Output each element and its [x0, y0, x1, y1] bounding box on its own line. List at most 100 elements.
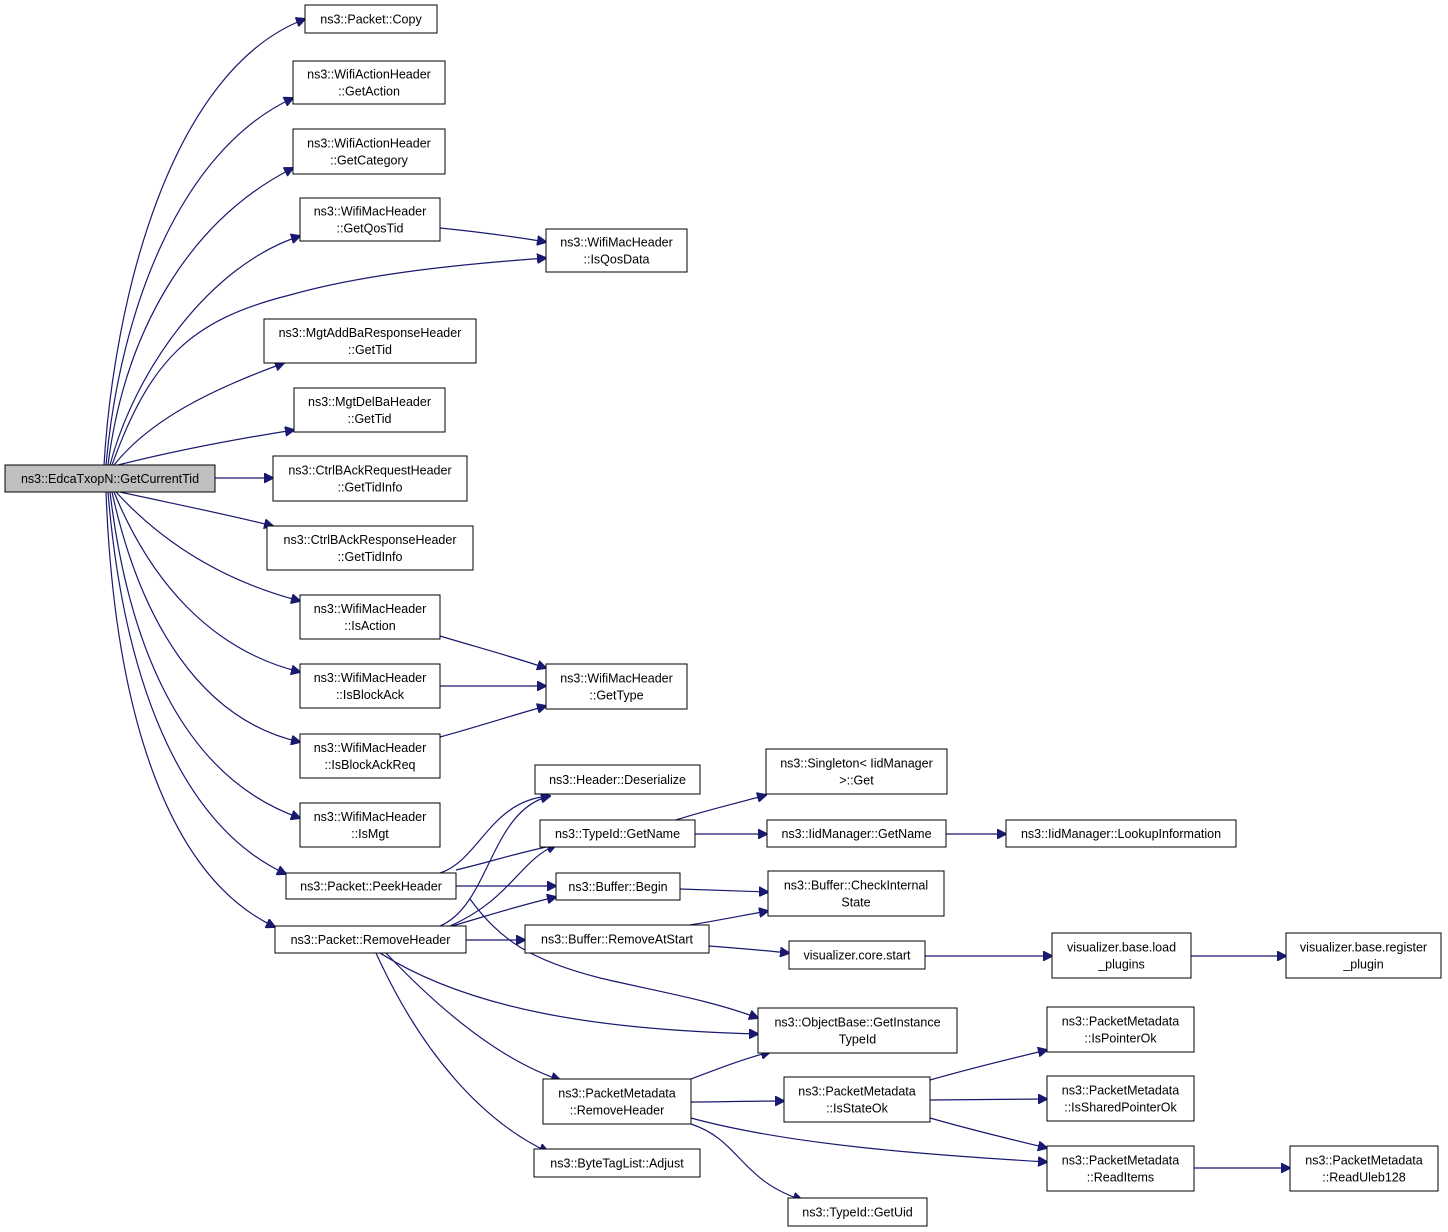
edge-root-to-ctrlresp — [119, 491, 273, 526]
node-label: >::Get — [839, 774, 874, 788]
node-removeheader[interactable]: ns3::Packet::RemoveHeader — [274, 925, 467, 954]
edge-isstateok-to-issharedpointerok — [929, 1099, 1047, 1100]
node-issharedpointerok[interactable]: ns3::PacketMetadata::IsSharedPointerOk — [1046, 1075, 1195, 1122]
node-label: ns3::WifiActionHeader — [307, 68, 431, 82]
node-box — [293, 387, 446, 433]
node-getcategory[interactable]: ns3::WifiActionHeader::GetCategory — [292, 128, 446, 175]
node-box — [542, 1078, 692, 1125]
node-gettype[interactable]: ns3::WifiMacHeader::GetType — [545, 663, 688, 710]
edge-isstateok-to-readitems — [929, 1117, 1047, 1148]
edge-root-to-isblockackreq — [111, 491, 300, 742]
node-readuleb128[interactable]: ns3::PacketMetadata::ReadUleb128 — [1289, 1145, 1439, 1192]
node-bytetaglistadjust[interactable]: ns3::ByteTagList::Adjust — [533, 1148, 701, 1178]
node-box — [292, 60, 446, 105]
node-vizstart[interactable]: visualizer.core.start — [788, 940, 926, 970]
edge-removeatstart-to-checkinternal — [689, 911, 768, 926]
edge-peekheader-to-deserialize — [439, 796, 550, 874]
node-pmremoveheader[interactable]: ns3::PacketMetadata::RemoveHeader — [542, 1078, 692, 1125]
edge-pmremoveheader-to-getinstancetypeid — [690, 1052, 770, 1080]
edge-root-to-mgtaddba — [113, 363, 284, 466]
node-box — [757, 1007, 958, 1054]
node-getaction[interactable]: ns3::WifiActionHeader::GetAction — [292, 60, 446, 105]
node-label: ns3::IidManager::GetName — [781, 827, 931, 841]
node-vizregister[interactable]: visualizer.base.register_plugin — [1285, 932, 1442, 979]
edge-peekheader-to-getinstancetypeid — [469, 898, 758, 1018]
node-label: ns3::Packet::RemoveHeader — [291, 933, 451, 947]
node-isstateok[interactable]: ns3::PacketMetadata::IsStateOk — [783, 1076, 931, 1123]
edge-root-to-getcategory — [107, 168, 293, 466]
edge-root-to-mgtdelba — [117, 430, 294, 466]
node-label: ::GetTid — [348, 343, 392, 357]
node-label: ns3::Header::Deserialize — [549, 773, 686, 787]
node-label: ns3::ObjectBase::GetInstance — [774, 1016, 940, 1030]
edge-root-to-removeheader — [105, 491, 275, 927]
node-box — [783, 1076, 931, 1123]
node-readitems[interactable]: ns3::PacketMetadata::ReadItems — [1046, 1145, 1195, 1192]
edge-root-to-getaction — [105, 98, 293, 466]
node-removeatstart[interactable]: ns3::Buffer::RemoveAtStart — [524, 924, 710, 954]
node-typeidgetname[interactable]: ns3::TypeId::GetName — [539, 819, 696, 848]
node-isblockack[interactable]: ns3::WifiMacHeader::IsBlockAck — [299, 663, 441, 709]
node-isqosdata[interactable]: ns3::WifiMacHeader::IsQosData — [545, 228, 688, 273]
node-lookupinfo[interactable]: ns3::IidManager::LookupInformation — [1005, 819, 1237, 848]
node-label: ns3::TypeId::GetUid — [802, 1206, 913, 1220]
node-box — [533, 1148, 701, 1178]
edge-removeheader-to-typeidgetname — [449, 845, 556, 927]
node-label: ::GetAction — [338, 85, 400, 99]
node-box — [4, 464, 216, 493]
node-box — [272, 455, 468, 502]
edge-bufferbegin-to-checkinternal — [679, 889, 768, 892]
node-copy[interactable]: ns3::Packet::Copy — [304, 4, 438, 34]
node-box — [263, 318, 477, 364]
node-label: ns3::WifiMacHeader — [314, 741, 427, 755]
node-label: ns3::WifiMacHeader — [314, 602, 427, 616]
node-iidgetname[interactable]: ns3::IidManager::GetName — [766, 819, 947, 848]
node-label: ns3::Packet::PeekHeader — [300, 880, 442, 894]
node-box — [299, 663, 441, 709]
node-label: ::ReadUleb128 — [1322, 1171, 1405, 1185]
node-mgtdelba[interactable]: ns3::MgtDelBaHeader::GetTid — [293, 387, 446, 433]
edge-root-to-isblockack — [113, 491, 300, 672]
node-label: ::GetQosTid — [337, 222, 404, 236]
node-label: ns3::CtrlBAckRequestHeader — [288, 464, 451, 478]
node-peekheader[interactable]: ns3::Packet::PeekHeader — [285, 872, 457, 900]
edge-root-to-isqosdata — [111, 258, 546, 466]
node-box — [299, 802, 441, 848]
node-mgtaddba[interactable]: ns3::MgtAddBaResponseHeader::GetTid — [263, 318, 477, 364]
node-ispointerok[interactable]: ns3::PacketMetadata::IsPointerOk — [1046, 1006, 1195, 1053]
edge-removeatstart-to-vizstart — [708, 945, 789, 953]
node-isaction[interactable]: ns3::WifiMacHeader::IsAction — [299, 594, 441, 640]
node-vizload[interactable]: visualizer.base.load_plugins — [1051, 932, 1192, 979]
node-typeidgetuid[interactable]: ns3::TypeId::GetUid — [787, 1197, 928, 1227]
node-getqostid[interactable]: ns3::WifiMacHeader::GetQosTid — [299, 197, 441, 242]
edge-isblockackreq-to-gettype — [439, 706, 546, 738]
edge-root-to-ismgt — [109, 491, 300, 818]
node-label: ::IsStateOk — [826, 1102, 889, 1116]
node-label: ::RemoveHeader — [570, 1104, 665, 1118]
node-root[interactable]: ns3::EdcaTxopN::GetCurrentTid — [4, 464, 216, 493]
node-label: ns3::WifiMacHeader — [314, 671, 427, 685]
node-box — [1005, 819, 1237, 848]
node-box — [292, 128, 446, 175]
node-label: ns3::EdcaTxopN::GetCurrentTid — [21, 472, 199, 486]
node-box — [299, 594, 441, 640]
node-box — [767, 870, 945, 917]
node-ismgt[interactable]: ns3::WifiMacHeader::IsMgt — [299, 802, 441, 848]
node-ctrlreq[interactable]: ns3::CtrlBAckRequestHeader::GetTidInfo — [272, 455, 468, 502]
node-isblockackreq[interactable]: ns3::WifiMacHeader::IsBlockAckReq — [299, 733, 441, 779]
node-box — [1285, 932, 1442, 979]
node-box — [765, 748, 948, 795]
node-box — [266, 525, 474, 571]
node-label: ns3::MgtAddBaResponseHeader — [279, 326, 462, 340]
node-label: ns3::Packet::Copy — [320, 13, 422, 27]
node-deserialize[interactable]: ns3::Header::Deserialize — [534, 764, 701, 795]
node-box — [1051, 932, 1192, 979]
node-label: ns3::ByteTagList::Adjust — [550, 1157, 684, 1171]
node-bufferbegin[interactable]: ns3::Buffer::Begin — [555, 872, 681, 901]
node-singletonget[interactable]: ns3::Singleton< IidManager>::Get — [765, 748, 948, 795]
node-ctrlresp[interactable]: ns3::CtrlBAckResponseHeader::GetTidInfo — [266, 525, 474, 571]
node-box — [304, 4, 438, 34]
